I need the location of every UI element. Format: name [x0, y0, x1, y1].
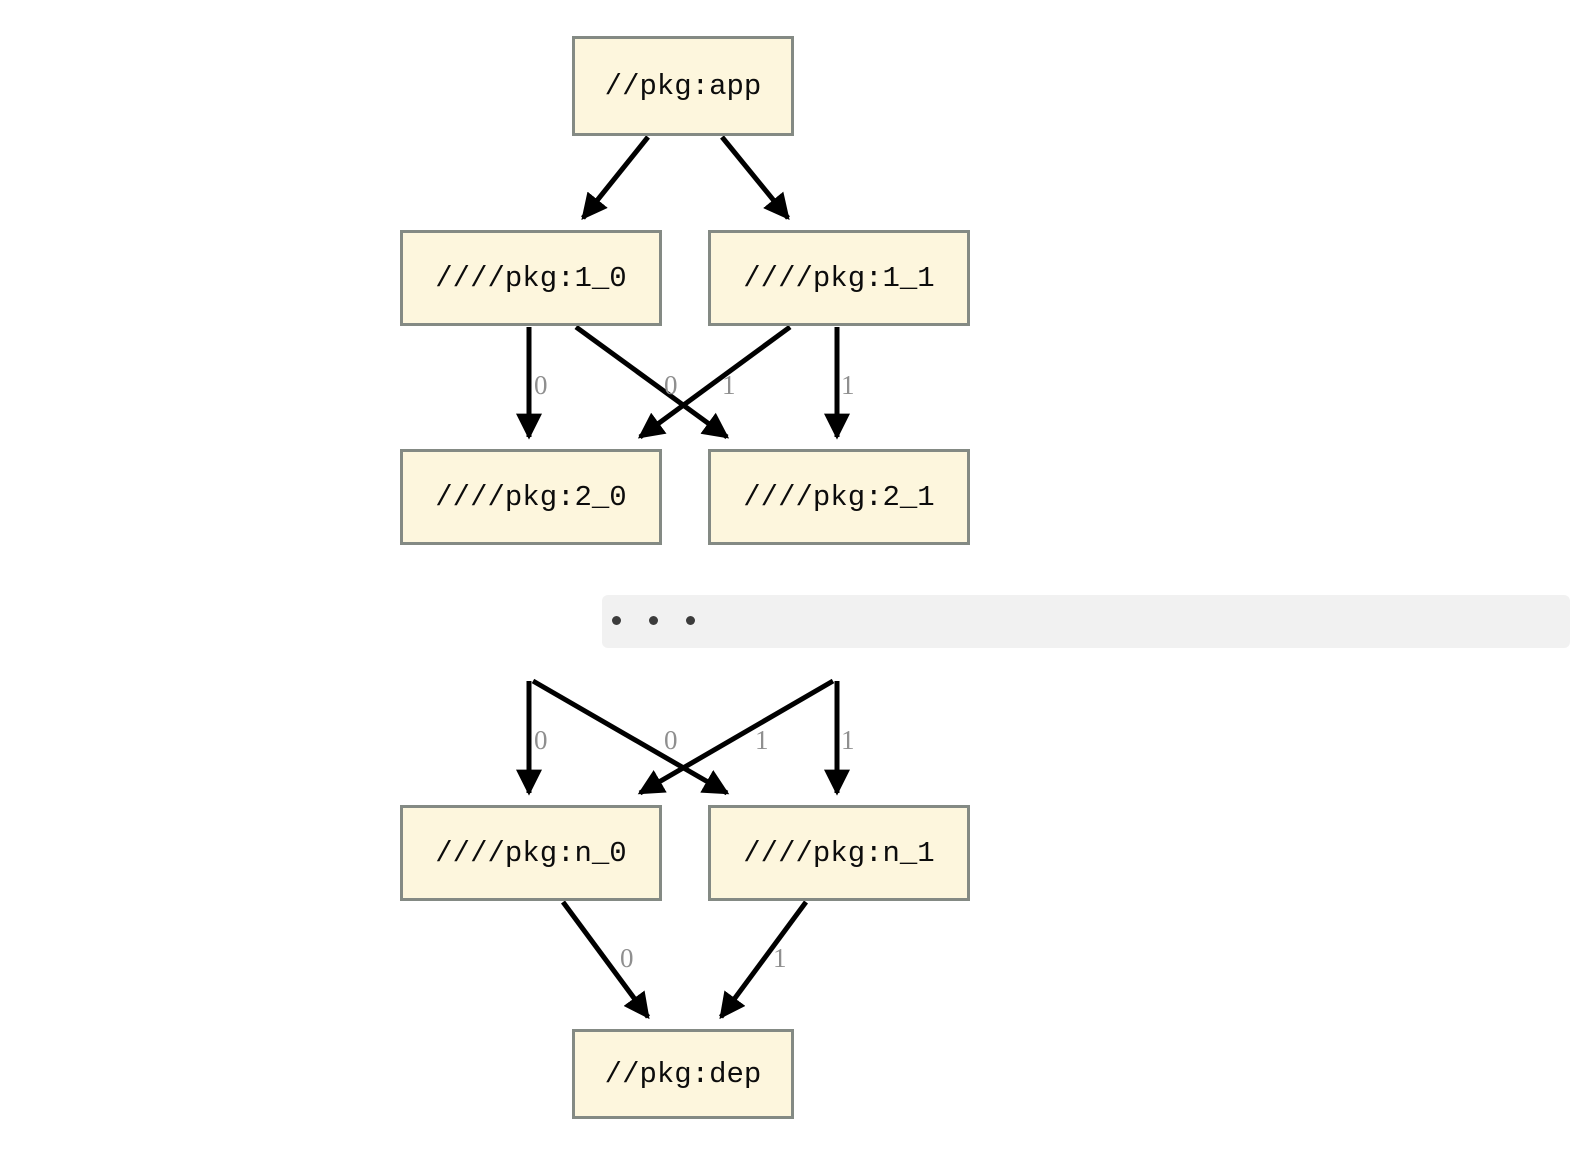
edge-1_1-to-2_0	[637, 324, 792, 440]
graph-node-2_0[interactable]: ////pkg:2_0	[400, 449, 662, 545]
edge-truncated-to-n_1	[531, 678, 730, 796]
graph-node-n_1[interactable]: ////pkg:n_1	[708, 805, 970, 901]
graph-node-n_0[interactable]: ////pkg:n_0	[400, 805, 662, 901]
graph-node-label: ////pkg:2_0	[435, 480, 627, 514]
edge-label-1_0-2_1: 0	[664, 370, 678, 400]
edge-label-1_1-2_1: 1	[841, 370, 855, 400]
graph-node-dep[interactable]: //pkg:dep	[572, 1029, 794, 1119]
graph-node-label: ////pkg:2_1	[743, 480, 935, 514]
edge-label-n_0-dep: 0	[620, 943, 634, 973]
edge-app-to-1_0	[581, 135, 650, 221]
graph-node-label: //pkg:dep	[604, 1057, 762, 1091]
ellipsis-band	[602, 595, 1570, 648]
graph-node-label: ////pkg:n_1	[743, 836, 935, 870]
edge-label-trunc-n_0: 0	[534, 725, 548, 755]
graph-node-label: ////pkg:n_0	[435, 836, 627, 870]
edge-label-trunc-n_1: 0	[664, 725, 678, 755]
graph-node-2_1[interactable]: ////pkg:2_1	[708, 449, 970, 545]
graph-node-1_1[interactable]: ////pkg:1_1	[708, 230, 970, 326]
graph-node-label: //pkg:app	[604, 69, 762, 103]
edge-label-trunc-n_1-straight: 1	[841, 725, 855, 755]
edge-n_1-to-dep	[718, 900, 809, 1020]
edge-label-trunc-n_0-cross: 1	[755, 725, 769, 755]
edge-n_0-to-dep	[560, 900, 651, 1020]
edge-label-1_1-2_0: 1	[722, 370, 736, 400]
edge-1_0-to-2_1	[574, 324, 730, 440]
edge-label-1_0-2_0: 0	[534, 370, 548, 400]
edge-app-to-1_1	[720, 135, 790, 221]
graph-node-1_0[interactable]: ////pkg:1_0	[400, 230, 662, 326]
edge-label-n_1-dep: 1	[773, 943, 787, 973]
ellipsis-dot	[612, 616, 621, 625]
graph-node-label: ////pkg:1_0	[435, 261, 627, 295]
edge-truncated-to-n_0-cross	[637, 678, 835, 796]
ellipsis-dot	[649, 616, 658, 625]
ellipsis-dot	[686, 616, 695, 625]
graph-node-app[interactable]: //pkg:app	[572, 36, 794, 136]
graph-node-label: ////pkg:1_1	[743, 261, 935, 295]
